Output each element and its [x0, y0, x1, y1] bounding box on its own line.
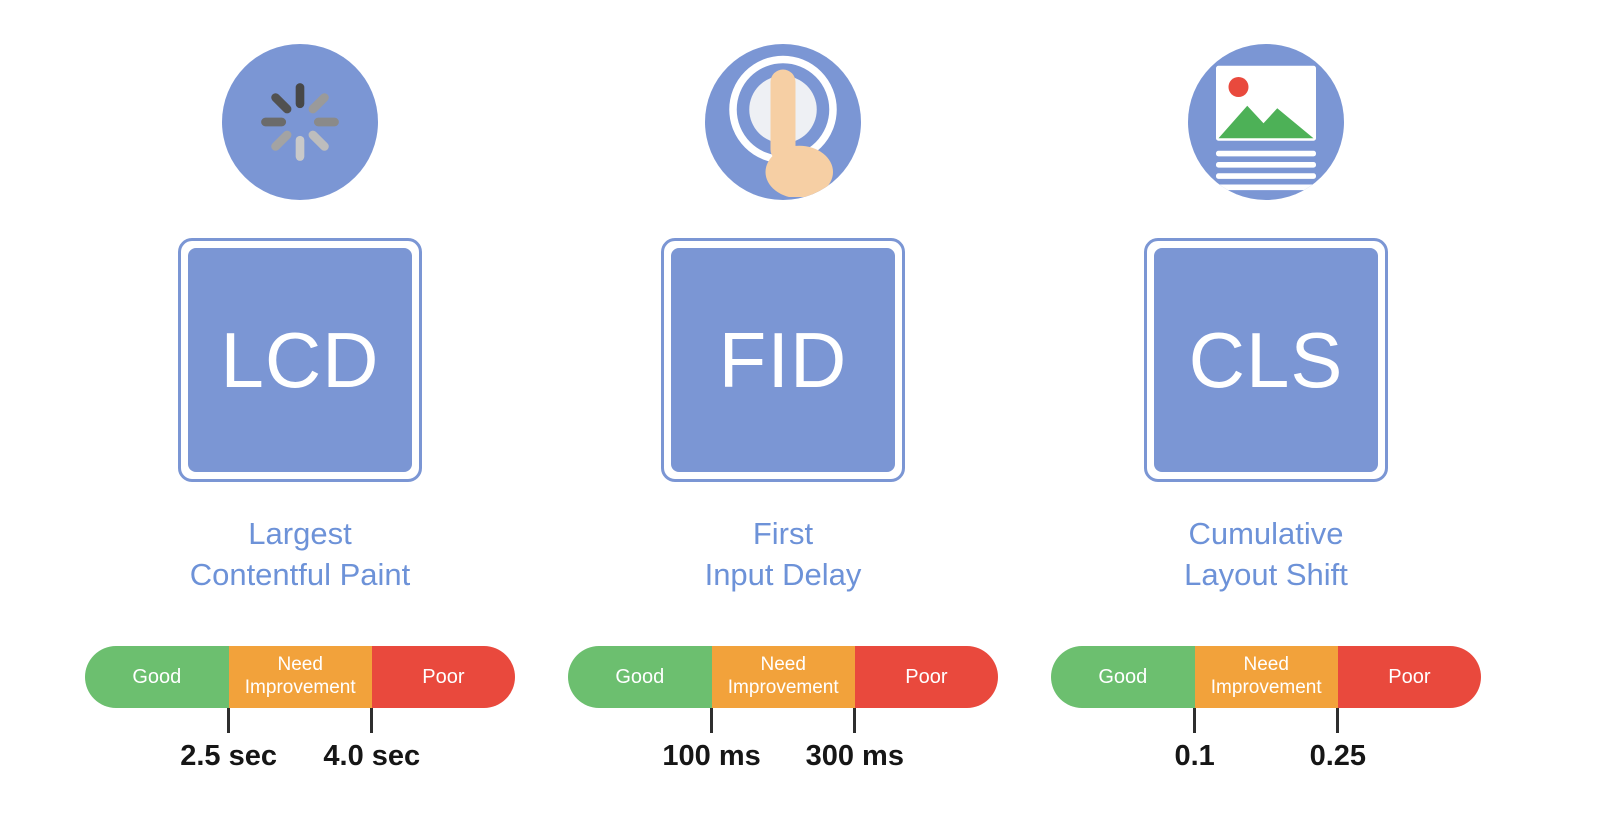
image-layout-icon — [1188, 44, 1344, 200]
loading-spinner-icon — [222, 44, 378, 200]
metric-name: Largest Contentful Paint — [190, 514, 411, 596]
metric-name-line2: Layout Shift — [1184, 556, 1348, 592]
image-layout-glyph — [1216, 65, 1316, 191]
threshold-tick-low — [1193, 707, 1197, 733]
tap-finger-icon — [705, 44, 861, 200]
scale-segment-good: Good — [1051, 645, 1195, 708]
metric-column-largest-contentful-paint: LCD Largest Contentful Paint Good Need I… — [85, 44, 515, 788]
metric-column-first-input-delay: FID First Input Delay Good Need Improvem… — [568, 44, 998, 788]
metric-acronym-box-inner: FID — [671, 248, 895, 472]
scale-segment-good: Good — [568, 645, 712, 708]
threshold-value-low: 2.5 sec — [180, 739, 277, 772]
threshold-scale: Good Need Improvement Poor 0.1 0.25 — [1051, 645, 1481, 788]
loading-spinner-glyph — [261, 83, 339, 161]
metric-name: Cumulative Layout Shift — [1184, 514, 1348, 596]
scale-segment-poor: Poor — [854, 645, 998, 708]
scale-segment-need-improvement-label: Need Improvement — [1210, 654, 1322, 698]
metric-acronym-box: FID — [661, 238, 905, 482]
metric-acronym-box: CLS — [1144, 238, 1388, 482]
metric-column-cumulative-layout-shift: CLS Cumulative Layout Shift Good Need Im… — [1051, 44, 1481, 788]
scale-segment-need-improvement: Need Improvement — [228, 645, 372, 708]
tap-finger-glyph — [729, 55, 837, 197]
threshold-scale: Good Need Improvement Poor 2.5 sec 4.0 s… — [85, 645, 515, 788]
metric-name-line1: Largest — [248, 516, 352, 551]
metric-acronym-box: LCD — [178, 238, 422, 482]
threshold-value-high: 0.25 — [1309, 739, 1367, 772]
scale-segment-poor: Poor — [371, 645, 515, 708]
scale-segment-poor-label: Poor — [905, 665, 948, 688]
threshold-tick-high — [1336, 707, 1340, 733]
threshold-tick-high — [370, 707, 374, 733]
scale-segment-good-label: Good — [1098, 665, 1148, 688]
threshold-value-low: 100 ms — [662, 739, 761, 772]
scale-segment-poor: Poor — [1337, 645, 1481, 708]
scale-segment-need-improvement-label: Need Improvement — [244, 654, 356, 698]
metric-name: First Input Delay — [705, 514, 862, 596]
core-web-vitals-infographic: LCD Largest Contentful Paint Good Need I… — [85, 44, 1481, 788]
scale-segment-poor-label: Poor — [422, 665, 465, 688]
metric-acronym: FID — [718, 315, 848, 404]
metric-acronym: CLS — [1188, 315, 1344, 404]
scale-segment-poor-label: Poor — [1388, 665, 1431, 688]
threshold-value-low: 0.1 — [1174, 739, 1215, 772]
threshold-value-high: 4.0 sec — [323, 739, 421, 772]
scale-segment-need-improvement-label: Need Improvement — [727, 654, 839, 698]
threshold-scale: Good Need Improvement Poor 100 ms 300 ms — [568, 645, 998, 788]
threshold-bar: Good Need Improvement Poor — [85, 645, 515, 708]
threshold-tick-high — [853, 707, 857, 733]
metric-name-line1: First — [752, 516, 814, 551]
metric-acronym-box-inner: CLS — [1154, 248, 1378, 472]
threshold-bar: Good Need Improvement Poor — [1051, 645, 1481, 708]
threshold-tick-low — [710, 707, 714, 733]
metric-name-line2: Input Delay — [704, 556, 862, 592]
metric-name-line1: Cumulative — [1188, 516, 1344, 551]
threshold-tick-low — [227, 707, 231, 733]
scale-segment-good: Good — [85, 645, 229, 708]
metric-acronym-box-inner: LCD — [188, 248, 412, 472]
scale-segment-need-improvement: Need Improvement — [711, 645, 855, 708]
scale-segment-good-label: Good — [132, 665, 182, 688]
threshold-bar: Good Need Improvement Poor — [568, 645, 998, 708]
scale-segment-good-label: Good — [615, 665, 665, 688]
scale-segment-need-improvement: Need Improvement — [1194, 645, 1338, 708]
metric-name-line2: Contentful Paint — [189, 556, 411, 592]
metric-acronym: LCD — [220, 315, 380, 404]
threshold-value-high: 300 ms — [805, 739, 904, 772]
